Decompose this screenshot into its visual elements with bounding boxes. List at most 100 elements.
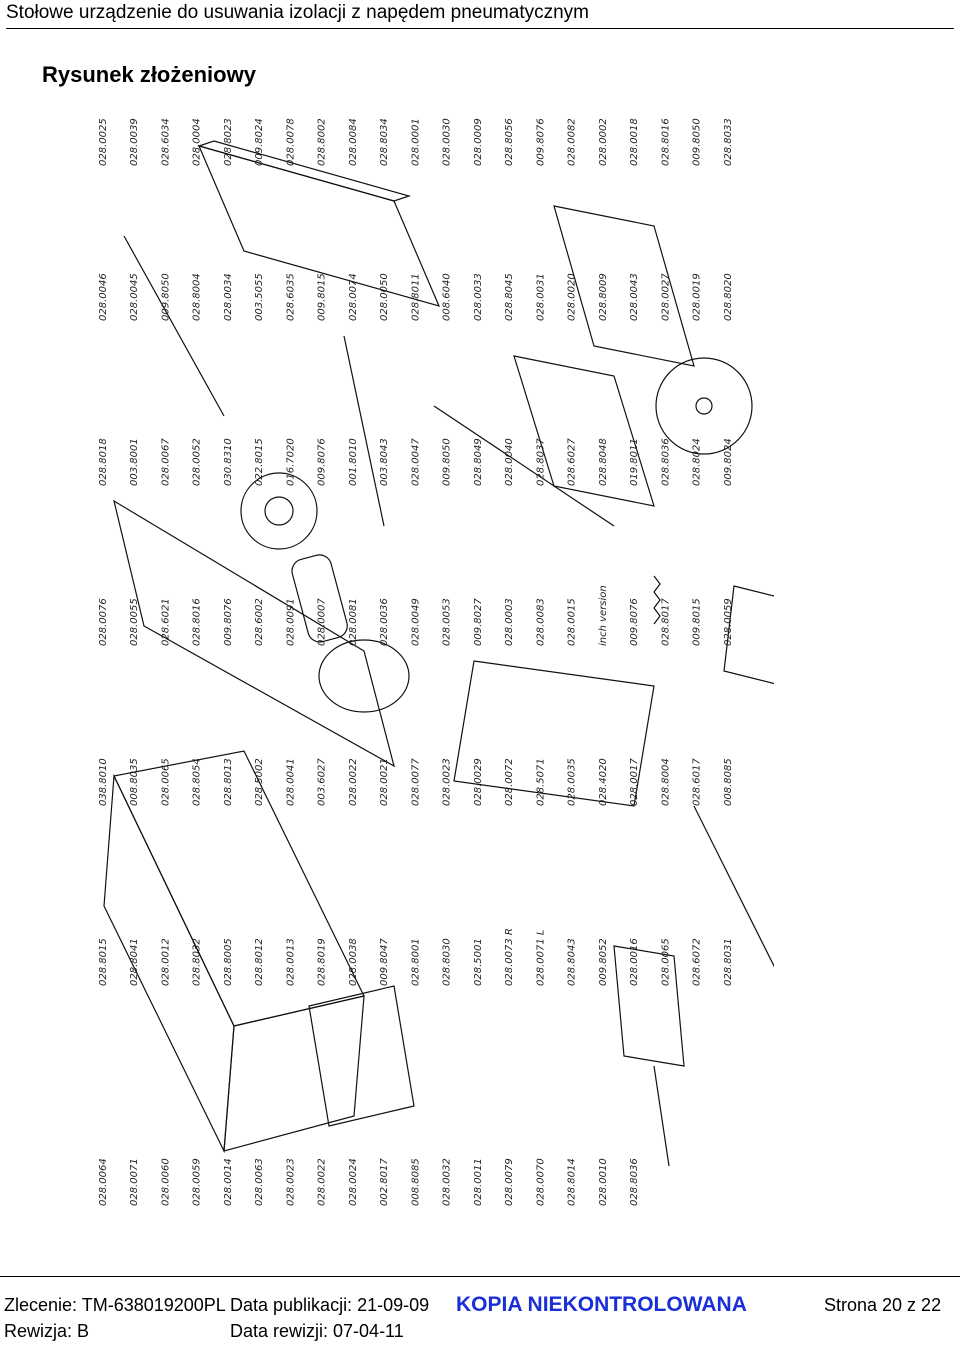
rod-1	[123, 235, 225, 417]
part-number-label: 028.0023	[285, 1158, 296, 1206]
small-cover-box	[308, 985, 415, 1127]
part-number-label: 028.8032	[192, 938, 203, 986]
part-number-label: 028.0063	[254, 1158, 265, 1206]
rod-5	[653, 1065, 670, 1167]
spring	[653, 575, 661, 625]
rod-3	[433, 405, 615, 527]
part-number-label: 028.0025	[98, 118, 109, 166]
part-number-label: 028.0064	[98, 1158, 109, 1206]
cover-box-front	[223, 995, 365, 1152]
part-number-label: 028.0083	[535, 598, 546, 646]
part-number-label: 028.8011	[410, 273, 421, 321]
part-number-label: 028.0049	[410, 598, 421, 646]
uncontrolled-copy-stamp: KOPIA NIEKONTROLOWANA	[456, 1293, 747, 1316]
part-number-label: 009.8024	[254, 118, 265, 166]
part-number-label: 028.0038	[348, 938, 359, 986]
cover-box-side	[103, 773, 235, 1154]
dial-gear	[318, 639, 410, 713]
part-number-label: 028.0059	[723, 598, 734, 646]
part-number-label: 028.0065	[160, 758, 171, 806]
part-number-label: 009.8050	[160, 273, 171, 321]
large-gear-upper	[655, 357, 753, 455]
part-number-label: 028.0079	[504, 1158, 515, 1206]
part-number-label: 028.8033	[723, 118, 734, 166]
part-number-label: 009.8024	[723, 438, 734, 486]
order-number: Zlecenie: TM-638019200PL	[4, 1295, 226, 1315]
part-number-label: 028.6027	[567, 438, 578, 486]
part-number-label: 028.8024	[692, 438, 703, 486]
part-number-label: 028.0022	[348, 758, 359, 806]
part-number-label: 028.8014	[567, 1158, 578, 1206]
top-plate-edge	[196, 140, 412, 202]
part-number-label: 028.0022	[317, 1158, 328, 1206]
part-number-label: 028.0019	[692, 273, 703, 321]
part-number-label: 028.8004	[192, 273, 203, 321]
part-number-label: 001.8010	[348, 438, 359, 486]
part-number-label: 028.8054	[192, 758, 203, 806]
part-number-label: 028.8009	[598, 273, 609, 321]
part-number-label: 028.0031	[535, 273, 546, 321]
part-number-label: 028.0041	[285, 758, 296, 806]
part-number-label: 038.8010	[98, 758, 109, 806]
part-number-label: 028.0033	[473, 273, 484, 321]
part-number-label: 028.8056	[504, 118, 515, 166]
part-number-label: 028.0021	[379, 758, 390, 806]
part-number-label: 028.8031	[723, 938, 734, 986]
part-number-label: 028.0020	[567, 273, 578, 321]
drawing-artwork	[103, 140, 774, 1167]
document-title: Stołowe urządzenie do usuwania izolacji …	[6, 2, 589, 23]
part-number-label: 028.0047	[410, 438, 421, 486]
part-number-label: 028.6072	[692, 938, 703, 986]
part-number-label: 009.8076	[223, 598, 234, 646]
part-number-label: 028.8015	[98, 938, 109, 986]
part-number-label: 028.0050	[379, 273, 390, 321]
part-number-label: 028.0024	[348, 1158, 359, 1206]
part-number-label: 008.8085	[410, 1158, 421, 1206]
part-number-label: 028.6034	[160, 118, 171, 166]
part-number-label: 028.0091	[285, 598, 296, 646]
page-number: Strona 20 z 22	[824, 1295, 942, 1315]
part-number-label: 028.0053	[442, 598, 453, 646]
part-number-label: 028.0065	[660, 938, 671, 986]
part-number-label: 008.8085	[723, 758, 734, 806]
part-number-label: 028.0052	[192, 438, 203, 486]
part-number-label: 028.0010	[598, 1158, 609, 1206]
part-number-label: 003.5055	[254, 273, 265, 321]
part-number-label: 028.0002	[598, 118, 609, 166]
bracket-assembly	[613, 945, 685, 1067]
revision: Rewizja: B	[4, 1321, 90, 1341]
revision-date: Data rewizji: 07-04-11	[230, 1321, 404, 1341]
part-number-label: 028.0043	[629, 273, 640, 321]
part-number-label: 003.8043	[379, 438, 390, 486]
part-number-label: 028.0071	[129, 1158, 140, 1206]
part-number-label: 028.8030	[442, 938, 453, 986]
part-number-label: 028.0015	[567, 598, 578, 646]
part-number-label: 003.8001	[129, 438, 140, 486]
part-number-label: 028.0003	[504, 598, 515, 646]
part-number-label: 028.8041	[129, 938, 140, 986]
part-number-label: 028.0071 L	[535, 930, 546, 986]
part-number-label: 028.6002	[254, 598, 265, 646]
part-number-label: 028.0007	[317, 598, 328, 646]
part-number-label: 028.0012	[160, 938, 171, 986]
part-number-label: 028.0073 R	[504, 928, 515, 986]
part-number-label: 028.0030	[442, 118, 453, 166]
part-number-label: 028.0045	[129, 273, 140, 321]
part-number-label: 028.0011	[473, 1158, 484, 1206]
part-number-label: 028.0017	[629, 758, 640, 806]
part-number-label: 028.8016	[660, 118, 671, 166]
motor-cylinder	[291, 554, 348, 643]
right-mid-block	[513, 355, 655, 507]
part-number-label: 028.0067	[160, 438, 171, 486]
part-number-label: 016.7020	[285, 438, 296, 486]
part-number-label: 028.8043	[567, 938, 578, 986]
part-number-label: 028.0046	[98, 273, 109, 321]
part-number-label: 028.0074	[348, 273, 359, 321]
part-number-label: 028.0055	[129, 598, 140, 646]
part-number-label: 009.8050	[692, 118, 703, 166]
part-number-label: 028.8005	[223, 938, 234, 986]
part-number-label: 028.8017	[660, 598, 671, 646]
